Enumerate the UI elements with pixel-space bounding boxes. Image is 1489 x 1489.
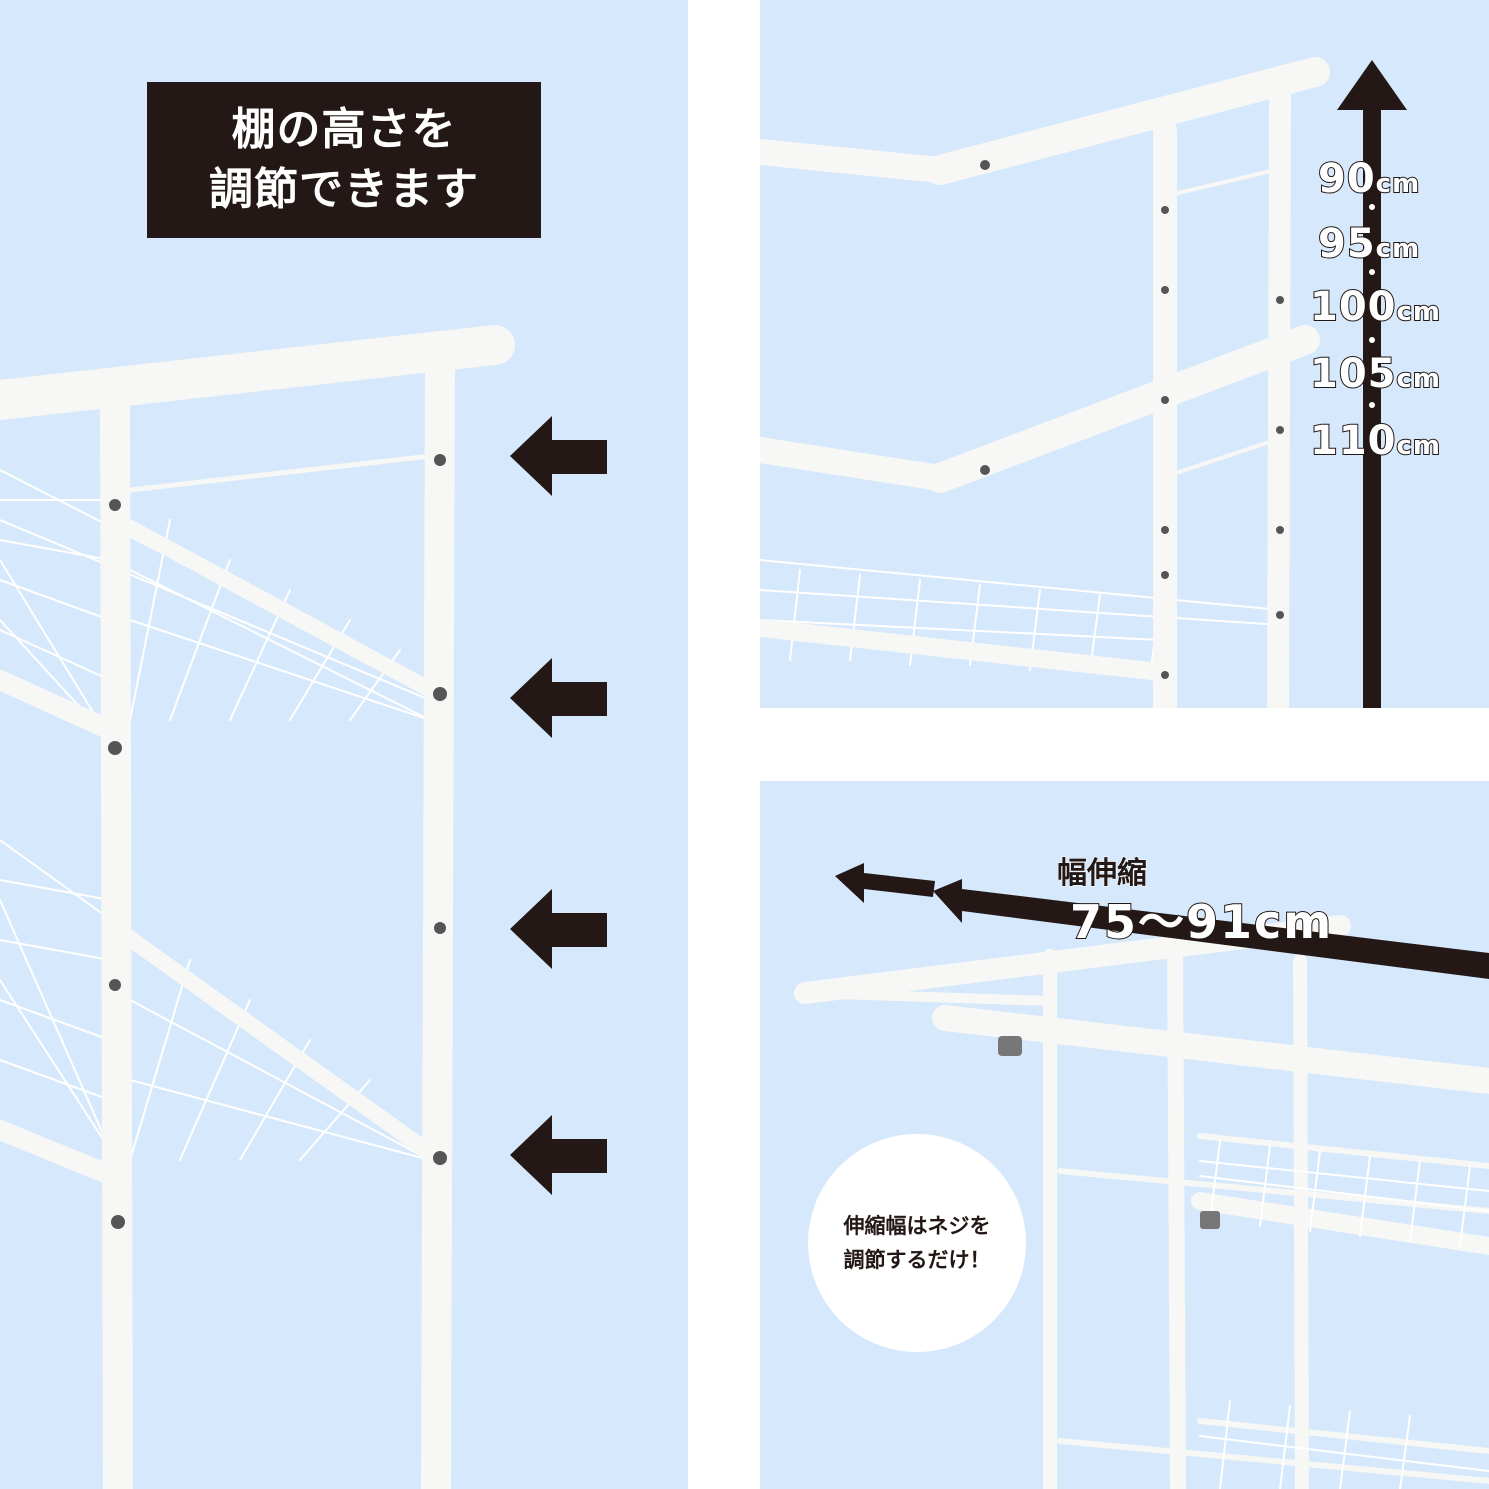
- rack-illustration-top-right: [760, 57, 1407, 708]
- rack-illustration-left: [0, 325, 607, 1489]
- panel-width-adjust: [760, 781, 1489, 1489]
- shelf-height-title: 棚の高さを 調節できます: [147, 82, 541, 238]
- width-adjust-title: 幅伸縮: [1057, 856, 1148, 892]
- height-option-105: 105cm: [1309, 350, 1442, 398]
- screw-adjust-bubble: 伸縮幅はネジを 調節するだけ！: [808, 1134, 1026, 1352]
- arrow-left-icon: [510, 658, 607, 738]
- height-option-95: 95cm: [1317, 220, 1421, 268]
- panel-overall-height: [760, 0, 1489, 708]
- panel-shelf-height: 棚の高さを 調節できます: [0, 0, 688, 1489]
- arrow-left-icon: [510, 889, 607, 969]
- height-option-90: 90cm: [1317, 155, 1421, 203]
- arrow-left-icon: [510, 416, 607, 496]
- arrow-left-icon: [510, 1115, 607, 1195]
- height-option-110: 110cm: [1309, 417, 1442, 465]
- title-line-2: 調節できます: [209, 164, 479, 215]
- height-option-100: 100cm: [1309, 283, 1442, 331]
- rack-illustration-bottom-right: [794, 863, 1489, 1489]
- bubble-line-2: 調節するだけ！: [843, 1248, 991, 1272]
- title-line-1: 棚の高さを: [231, 104, 457, 155]
- arrow-left-icon: [835, 863, 1489, 979]
- bubble-line-1: 伸縮幅はネジを: [843, 1214, 991, 1238]
- width-range-label: 75～91cm: [1069, 894, 1334, 950]
